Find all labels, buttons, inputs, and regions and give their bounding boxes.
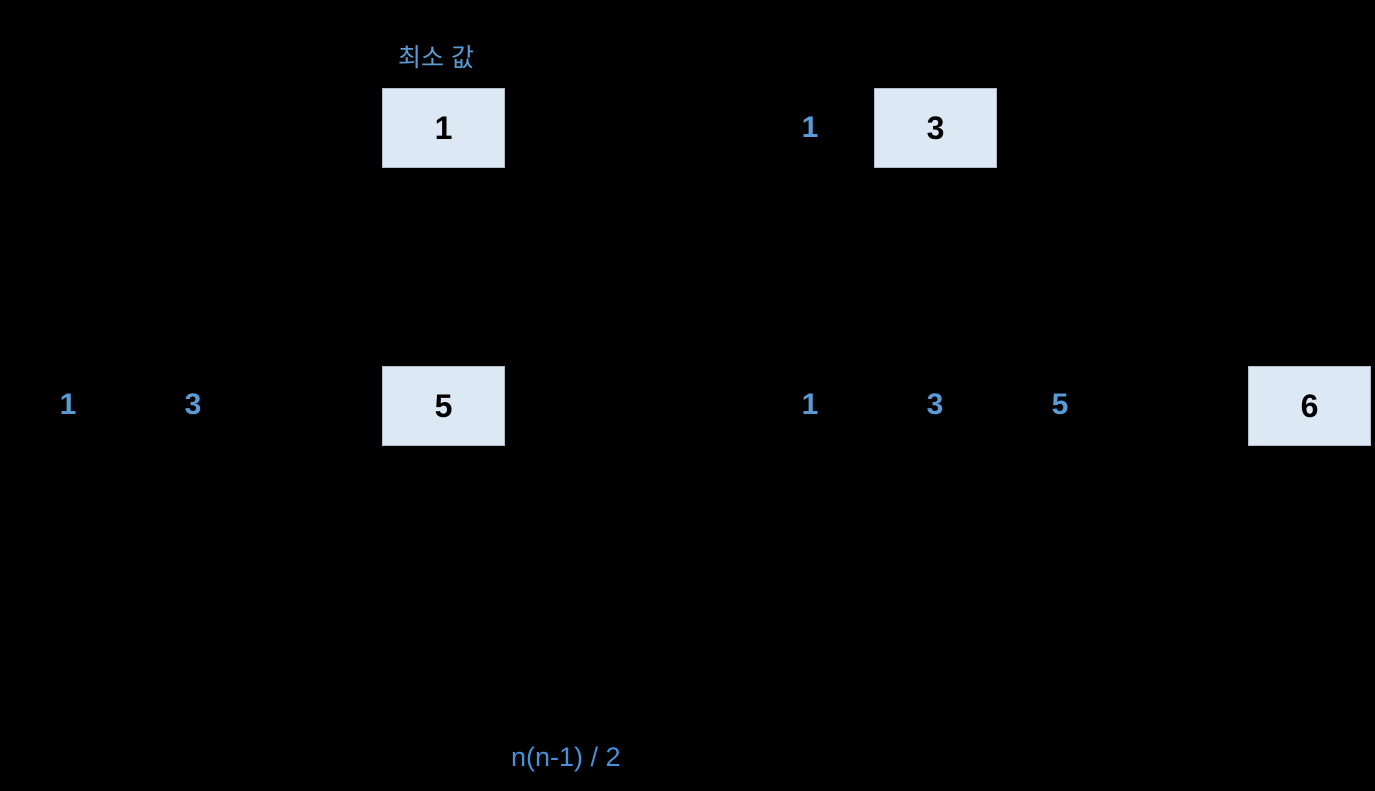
boxed-value[interactable]: 6: [1248, 366, 1371, 446]
boxed-value[interactable]: 3: [874, 88, 997, 168]
plain-value: 3: [926, 388, 944, 421]
boxed-value[interactable]: 1: [382, 88, 505, 168]
plain-value: 3: [184, 388, 202, 421]
min-value-caption: 최소 값: [398, 44, 474, 72]
complexity-formula: n(n-1) / 2: [511, 742, 621, 772]
plain-value: 1: [59, 388, 77, 421]
plain-value: 1: [801, 388, 819, 421]
boxed-value[interactable]: 5: [382, 366, 505, 446]
plain-value: 5: [1051, 388, 1069, 421]
plain-value: 1: [801, 111, 819, 144]
